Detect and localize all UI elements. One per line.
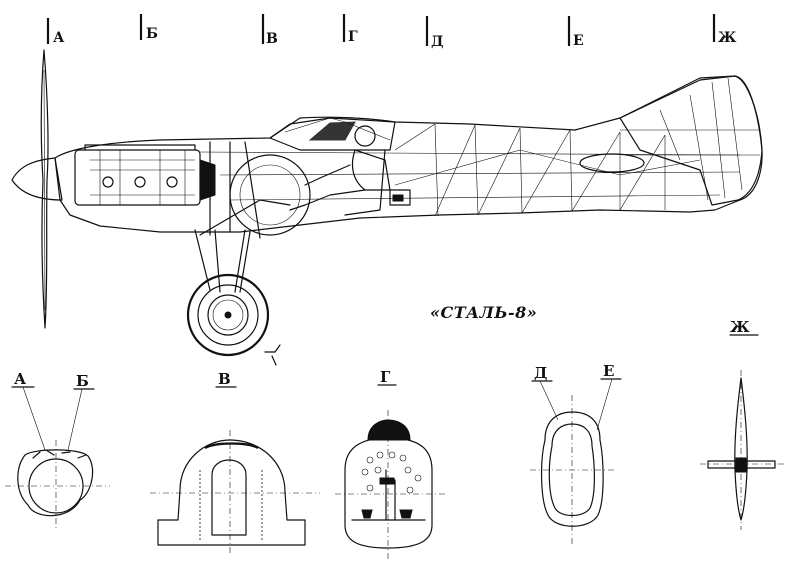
side-view — [11, 49, 763, 366]
station-label-d: Д — [431, 34, 443, 50]
section-a-label: А — [14, 370, 27, 388]
station-mark-e: Е — [567, 16, 584, 49]
section-ab: А Б — [5, 370, 110, 530]
section-g-label: Г — [380, 368, 391, 386]
station-mark-g: Г — [342, 14, 358, 45]
engine — [74, 144, 216, 206]
section-b-label: Б — [76, 372, 89, 390]
station-mark-v: В — [261, 14, 278, 47]
station-mark-zh: Ж — [712, 14, 737, 46]
station-label-a: А — [53, 30, 65, 46]
pilot-figure — [289, 125, 391, 211]
station-label-b: Б — [146, 26, 158, 42]
station-mark-d: Д — [425, 16, 443, 50]
landing-gear — [186, 229, 281, 366]
fuselage-roundel — [579, 153, 645, 173]
section-zh-label: Ж — [730, 318, 750, 336]
drawing-title: «СТАЛЬ-8» — [430, 303, 537, 322]
station-label-v: В — [266, 31, 278, 47]
canopy — [269, 116, 396, 151]
tail-fin — [619, 75, 763, 206]
section-e-label: Е — [603, 362, 614, 380]
fuselage-truss — [199, 123, 741, 217]
section-v-label: В — [218, 370, 231, 388]
section-v: В — [150, 370, 320, 555]
station-label-g: Г — [348, 29, 358, 45]
section-d-label: Д — [534, 364, 547, 382]
propeller — [40, 49, 49, 329]
section-zh — [700, 370, 785, 530]
station-label-e: Е — [573, 33, 584, 49]
station-mark-b: Б — [139, 14, 158, 42]
spinner — [11, 157, 63, 201]
section-g: Г — [335, 368, 445, 560]
section-de: Д Е — [530, 362, 622, 545]
station-mark-a: А — [46, 18, 65, 46]
section-zh-label-group: Ж — [729, 318, 759, 336]
wheel-well — [229, 154, 311, 236]
station-marks: А Б В Г Д Е Ж — [46, 14, 737, 50]
station-label-zh: Ж — [718, 30, 737, 46]
